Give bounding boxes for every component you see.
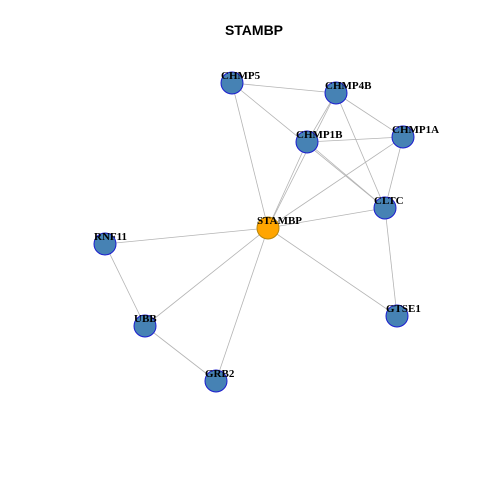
edge-chmp1b-chmp1a [306, 136, 404, 143]
node-label-grb2: GRB2 [205, 368, 235, 380]
node-chmp5 [220, 71, 244, 95]
edge-rnf11-ubb [104, 243, 146, 327]
edge-stambp-rnf11 [104, 227, 269, 245]
node-gtse1 [385, 304, 409, 328]
node-label-chmp1b: CHMP1B [296, 129, 343, 141]
edge-chmp1a-cltc [384, 136, 404, 209]
node-grb2 [204, 369, 228, 393]
edge-ubb-grb2 [144, 325, 217, 382]
edge-cltc-gtse1 [384, 207, 398, 317]
node-label-gtse1: GTSE1 [386, 303, 421, 315]
node-label-chmp1a: CHMP1A [392, 124, 439, 136]
node-layer [93, 71, 415, 393]
node-label-chmp4b: CHMP4B [325, 80, 372, 92]
edge-stambp-chmp1b [267, 141, 308, 229]
edge-stambp-chmp5 [231, 82, 269, 229]
node-rnf11 [93, 232, 117, 256]
node-label-cltc: CLTC [374, 195, 404, 207]
edge-stambp-grb2 [215, 227, 269, 382]
edge-stambp-ubb [144, 227, 269, 327]
node-label-rnf11: RNF11 [94, 231, 127, 243]
node-ubb [133, 314, 157, 338]
edge-chmp4b-cltc [335, 92, 386, 209]
edge-chmp1b-cltc [306, 141, 386, 209]
node-label-stambp: STAMBP [257, 215, 302, 227]
node-cltc [373, 196, 397, 220]
edge-stambp-gtse1 [267, 227, 398, 317]
node-label-ubb: UBB [134, 313, 157, 325]
node-chmp4b [324, 81, 348, 105]
node-stambp [256, 216, 280, 240]
edge-stambp-chmp1a [267, 136, 404, 229]
node-chmp1a [391, 125, 415, 149]
edge-stambp-chmp4b [267, 92, 337, 229]
node-chmp1b [295, 130, 319, 154]
edge-chmp4b-chmp1a [335, 92, 404, 138]
edge-chmp5-chmp4b [231, 82, 337, 94]
edge-stambp-cltc [267, 207, 386, 229]
node-label-chmp5: CHMP5 [221, 70, 261, 82]
diagram-title: STAMBP [225, 22, 283, 38]
